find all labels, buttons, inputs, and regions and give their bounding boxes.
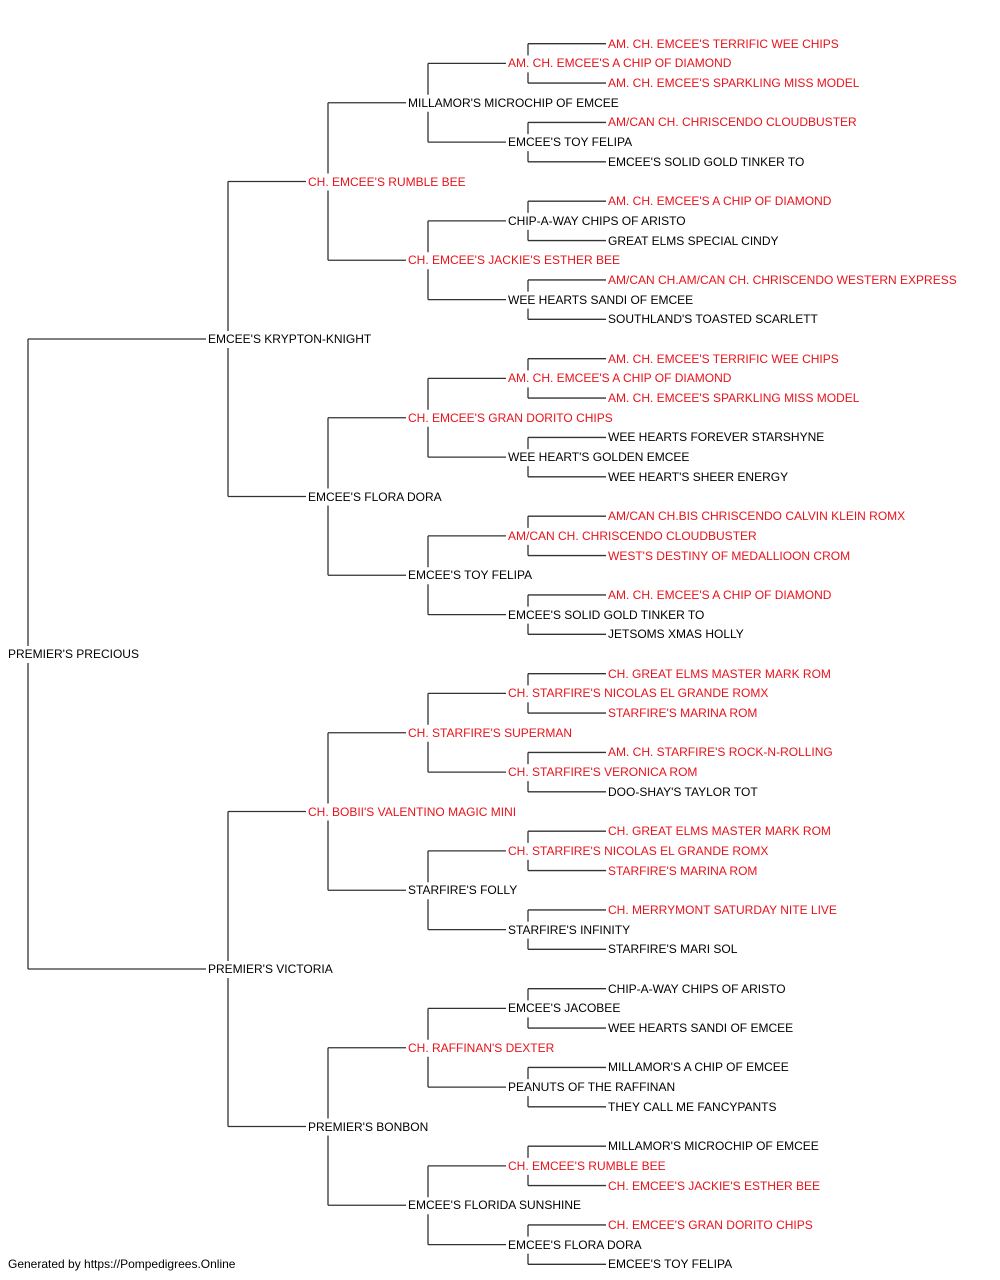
sire-name-gen5: AM/CAN CH. CHRISCENDO CLOUDBUSTER — [608, 115, 857, 130]
dam-name-gen5: STARFIRE'S MARI SOL — [608, 942, 738, 957]
sire-name-gen5: AM. CH. STARFIRE'S ROCK-N-ROLLING — [608, 745, 833, 760]
dam-name-gen5: STARFIRE'S MARINA ROM — [608, 863, 758, 878]
sire-name-gen3: CH. EMCEE'S GRAN DORITO CHIPS — [408, 410, 613, 425]
sire-name-gen4: EMCEE'S JACOBEE — [508, 1001, 621, 1016]
dam-name-gen4: PEANUTS OF THE RAFFINAN — [508, 1080, 676, 1095]
sire-name-gen5: MILLAMOR'S MICROCHIP OF EMCEE — [608, 1139, 819, 1154]
sire-name-gen4: CH. STARFIRE'S NICOLAS EL GRANDE ROMX — [508, 686, 769, 701]
dam-name-gen3: CH. EMCEE'S JACKIE'S ESTHER BEE — [408, 253, 620, 268]
sire-name-gen3: MILLAMOR'S MICROCHIP OF EMCEE — [408, 95, 619, 110]
sire-name-gen4: AM. CH. EMCEE'S A CHIP OF DIAMOND — [508, 371, 732, 386]
sire-name-gen5: AM. CH. EMCEE'S A CHIP OF DIAMOND — [608, 587, 832, 602]
sire-name-gen5: CH. EMCEE'S GRAN DORITO CHIPS — [608, 1217, 813, 1232]
dam-name-gen5: AM. CH. EMCEE'S SPARKLING MISS MODEL — [608, 76, 860, 91]
sire-name-gen3: CH. RAFFINAN'S DEXTER — [408, 1040, 555, 1055]
dam-name-gen3: EMCEE'S FLORIDA SUNSHINE — [408, 1198, 581, 1213]
dam-name-gen1: PREMIER'S VICTORIA — [208, 962, 333, 976]
dam-name-gen4: CH. STARFIRE'S VERONICA ROM — [508, 765, 698, 780]
sire-name-gen5: CH. GREAT ELMS MASTER MARK ROM — [608, 666, 831, 681]
dam-name-gen5: SOUTHLAND'S TOASTED SCARLETT — [608, 312, 818, 327]
sire-name-gen5: AM/CAN CH.BIS CHRISCENDO CALVIN KLEIN RO… — [608, 509, 906, 524]
dam-name-gen5: JETSOMS XMAS HOLLY — [608, 627, 744, 642]
generated-by-footer: Generated by https://Pompedigrees.Online — [8, 1257, 236, 1271]
dam-name-gen5: WEE HEART'S SHEER ENERGY — [608, 469, 789, 484]
sire-name-gen4: CHIP-A-WAY CHIPS OF ARISTO — [508, 213, 686, 228]
sire-name-gen1: EMCEE'S KRYPTON-KNIGHT — [208, 332, 372, 346]
sire-name-gen4: AM. CH. EMCEE'S A CHIP OF DIAMOND — [508, 56, 732, 71]
dam-name-gen2: PREMIER'S BONBON — [308, 1119, 429, 1134]
dam-name-gen5: STARFIRE'S MARINA ROM — [608, 706, 758, 721]
dam-name-gen3: STARFIRE'S FOLLY — [408, 883, 518, 898]
dam-name-gen5: CH. EMCEE'S JACKIE'S ESTHER BEE — [608, 1178, 820, 1193]
sire-name-gen5: CHIP-A-WAY CHIPS OF ARISTO — [608, 981, 786, 996]
dam-name-gen2: EMCEE'S FLORA DORA — [308, 489, 442, 504]
dam-name-gen5: WEST'S DESTINY OF MEDALLIOON CROM — [608, 548, 851, 563]
sire-name-gen3: CH. STARFIRE'S SUPERMAN — [408, 725, 573, 740]
sire-name-gen5: MILLAMOR'S A CHIP OF EMCEE — [608, 1060, 789, 1075]
dam-name-gen5: EMCEE'S TOY FELIPA — [608, 1257, 733, 1272]
sire-name-gen5: AM. CH. EMCEE'S TERRIFIC WEE CHIPS — [608, 36, 839, 51]
dam-name-gen5: DOO-SHAY'S TAYLOR TOT — [608, 784, 758, 799]
sire-name-gen4: CH. EMCEE'S RUMBLE BEE — [508, 1158, 666, 1173]
dam-name-gen5: WEE HEARTS SANDI OF EMCEE — [608, 1021, 794, 1036]
subject-dog-name: PREMIER'S PRECIOUS — [8, 647, 139, 661]
sire-name-gen5: AM. CH. EMCEE'S TERRIFIC WEE CHIPS — [608, 351, 839, 366]
sire-name-gen2: CH. BOBII'S VALENTINO MAGIC MINI — [308, 804, 517, 819]
dam-name-gen5: EMCEE'S SOLID GOLD TINKER TO — [608, 154, 805, 169]
dam-name-gen4: EMCEE'S SOLID GOLD TINKER TO — [508, 607, 705, 622]
sire-name-gen5: CH. GREAT ELMS MASTER MARK ROM — [608, 824, 831, 839]
dam-name-gen4: STARFIRE'S INFINITY — [508, 922, 631, 937]
dam-name-gen3: EMCEE'S TOY FELIPA — [408, 568, 533, 583]
dam-name-gen5: THEY CALL ME FANCYPANTS — [608, 1099, 777, 1114]
dam-name-gen5: GREAT ELMS SPECIAL CINDY — [608, 233, 779, 248]
sire-name-gen4: AM/CAN CH. CHRISCENDO CLOUDBUSTER — [508, 528, 757, 543]
sire-name-gen5: CH. MERRYMONT SATURDAY NITE LIVE — [608, 902, 837, 917]
dam-name-gen4: WEE HEART'S GOLDEN EMCEE — [508, 450, 690, 465]
sire-name-gen5: AM. CH. EMCEE'S A CHIP OF DIAMOND — [608, 194, 832, 209]
sire-name-gen5: AM/CAN CH.AM/CAN CH. CHRISCENDO WESTERN … — [608, 272, 957, 287]
sire-name-gen2: CH. EMCEE'S RUMBLE BEE — [308, 174, 466, 189]
sire-name-gen5: WEE HEARTS FOREVER STARSHYNE — [608, 430, 825, 445]
sire-name-gen4: CH. STARFIRE'S NICOLAS EL GRANDE ROMX — [508, 843, 769, 858]
dam-name-gen4: EMCEE'S FLORA DORA — [508, 1237, 642, 1252]
dam-name-gen4: EMCEE'S TOY FELIPA — [508, 135, 633, 150]
dam-name-gen4: WEE HEARTS SANDI OF EMCEE — [508, 292, 694, 307]
dam-name-gen5: AM. CH. EMCEE'S SPARKLING MISS MODEL — [608, 391, 860, 406]
